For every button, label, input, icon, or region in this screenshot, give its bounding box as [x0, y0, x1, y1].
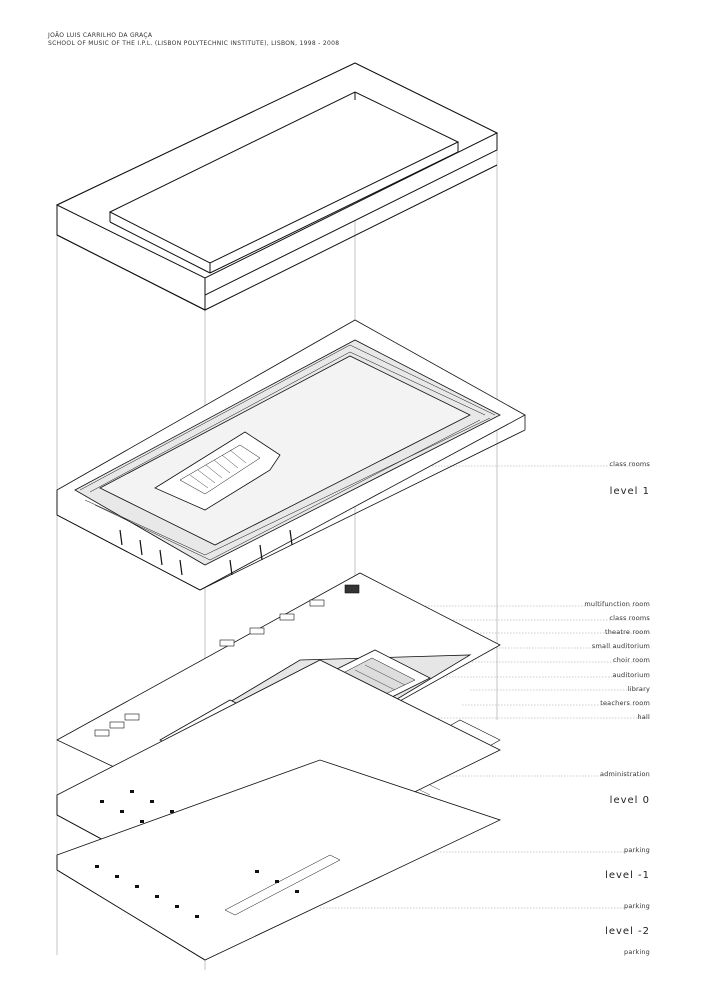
title-block: JOÃO LUIS CARRILHO DA GRAÇA SCHOOL OF MU…: [48, 32, 339, 48]
level-0-title: level 0: [609, 795, 650, 806]
level-1-title: level 1: [609, 486, 650, 497]
label-parking-bottom: parking: [624, 948, 650, 956]
label-class-rooms-level-0: class rooms: [609, 614, 650, 622]
level-minus-2-plan: [56, 759, 502, 961]
label-auditorium: auditorium: [612, 671, 650, 679]
label-parking-level-minus-1: parking: [624, 846, 650, 854]
label-choir-room: choir room: [612, 656, 650, 664]
label-library: library: [627, 685, 650, 693]
label-administration: administration: [599, 770, 650, 778]
architect-name: JOÃO LUIS CARRILHO DA GRAÇA: [48, 32, 153, 39]
level-minus-2-title: level -2: [605, 926, 650, 937]
label-teachers-room: teachers room: [600, 699, 650, 707]
label-small-auditorium: small auditorium: [591, 642, 650, 650]
label-theatre-room: theatre room: [604, 628, 650, 636]
project-title: SCHOOL OF MUSIC OF THE I.P.L. (LISBON PO…: [48, 40, 340, 47]
roof-frame: [55, 62, 499, 311]
label-hall: hall: [637, 713, 650, 721]
label-class-rooms-level-1: class rooms: [609, 460, 650, 468]
label-multifunction-room: multifunction room: [584, 600, 650, 608]
label-parking-level-minus-2: parking: [624, 902, 650, 910]
level-minus-1-title: level -1: [605, 870, 650, 881]
level-1-plan: [56, 319, 526, 591]
